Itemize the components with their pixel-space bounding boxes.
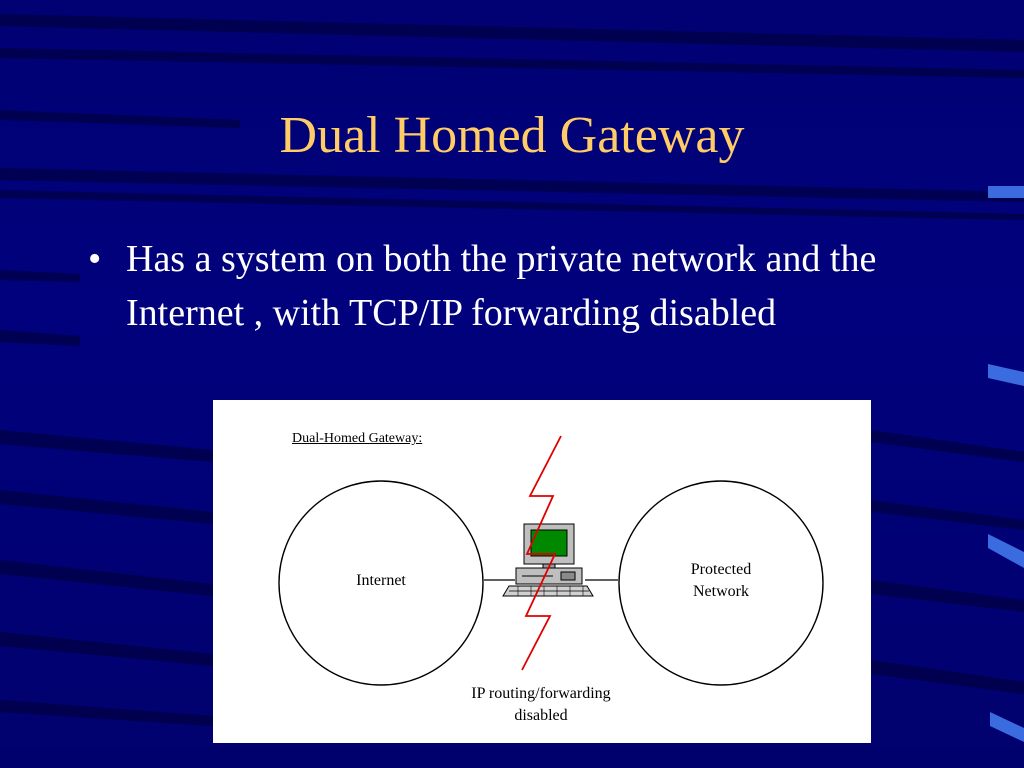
protected-network-label-line1: Protected (690, 561, 752, 578)
computer-icon (502, 523, 594, 597)
bullet-marker: • (88, 238, 102, 280)
internet-label: Internet (356, 572, 406, 589)
protected-network-circle (618, 480, 824, 686)
bullet-text: Has a system on both the private network… (126, 238, 877, 334)
protected-network-label-line2: Network (693, 583, 749, 600)
accent-bar-1 (988, 186, 1024, 198)
routing-caption: IP routing/forwarding disabled (431, 683, 651, 727)
routing-caption-line1: IP routing/forwarding (471, 685, 611, 702)
accent-bar-2 (988, 364, 1024, 386)
lightning-bolt-icon (521, 435, 562, 671)
bullet-item: • Has a system on both the private netwo… (86, 232, 926, 340)
bullet-list: • Has a system on both the private netwo… (86, 232, 926, 340)
routing-caption-line2: disabled (514, 707, 568, 724)
accent-bar-4 (990, 712, 1024, 742)
diagram-title: Dual-Homed Gateway: (292, 431, 423, 446)
diagram-drawing (278, 435, 824, 686)
accent-bar-3 (988, 534, 1024, 568)
internet-circle (278, 480, 484, 686)
slide-title: Dual Homed Gateway (279, 107, 745, 164)
gateway-diagram: Dual-Homed Gateway: Internet Protected N… (213, 400, 871, 743)
protected-network-label: Protected Network (666, 559, 776, 603)
